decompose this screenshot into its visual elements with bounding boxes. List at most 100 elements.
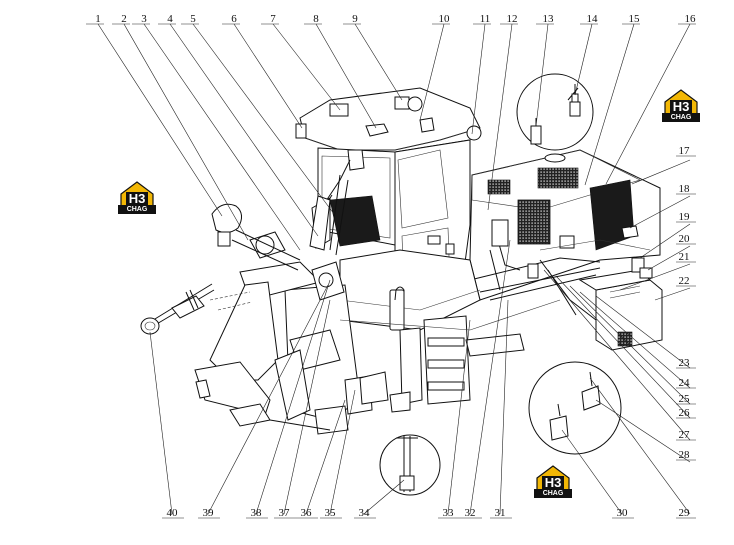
leader-32 — [469, 239, 511, 515]
watermark-mark: H3 — [128, 191, 146, 206]
leader-22 — [654, 287, 691, 301]
leader-40 — [149, 331, 173, 515]
leader-13 — [535, 23, 549, 127]
watermark-text: CHAG — [534, 489, 572, 498]
callout-29: 29 — [679, 507, 691, 519]
leader-2 — [123, 23, 249, 241]
roof-light-left — [329, 103, 349, 117]
leader-39 — [207, 284, 329, 515]
leader-34 — [363, 479, 405, 515]
callout-4: 4 — [167, 13, 173, 25]
callout-32: 32 — [465, 507, 476, 519]
cylinder-pin — [255, 235, 275, 255]
callout-22: 22 — [679, 275, 690, 287]
leader-30 — [561, 429, 623, 515]
axle-hub — [140, 317, 160, 335]
cab-front-light — [295, 123, 307, 139]
leader-4 — [169, 23, 319, 237]
leader-31 — [499, 299, 509, 515]
callout-3: 3 — [141, 13, 147, 25]
leader-19 — [639, 223, 691, 259]
callout-13: 13 — [543, 13, 555, 25]
leader-16 — [605, 23, 691, 185]
callout-8: 8 — [313, 13, 319, 25]
watermark-text: CHAG — [118, 205, 156, 214]
leader-28 — [595, 399, 691, 463]
leader-17 — [631, 159, 691, 185]
callout-34: 34 — [359, 507, 371, 519]
callout-24: 24 — [679, 377, 691, 389]
leader-9 — [354, 23, 403, 101]
lift-arm — [209, 281, 279, 381]
leader-27 — [543, 269, 691, 441]
detail-circle-28-30 — [528, 361, 622, 455]
leader-35 — [329, 389, 356, 515]
leader-21 — [619, 263, 691, 291]
callout-35: 35 — [325, 507, 337, 519]
callout-19: 19 — [679, 211, 691, 223]
roof-beacon — [407, 96, 423, 112]
callout-40: 40 — [167, 507, 179, 519]
watermark-logo: H3 CHAG — [662, 88, 700, 122]
leader-11 — [471, 23, 486, 135]
cab-roof — [299, 87, 481, 151]
callout-14: 14 — [587, 13, 599, 25]
detail-circle-34 — [379, 434, 441, 496]
leader-1 — [97, 23, 223, 217]
dashboard — [329, 195, 381, 247]
callout-38: 38 — [251, 507, 263, 519]
leader-23 — [595, 295, 691, 369]
callout-10: 10 — [439, 13, 451, 25]
engine-grille — [517, 199, 551, 245]
callout-18: 18 — [679, 183, 691, 195]
watermark-text: CHAG — [662, 113, 700, 122]
callout-31: 31 — [495, 507, 506, 519]
leader-7 — [272, 23, 341, 111]
machine-drawing — [140, 87, 663, 435]
leader-10 — [419, 23, 445, 121]
top-vent — [537, 167, 579, 189]
leader-18 — [629, 195, 691, 229]
watermark-logo: H3 CHAG — [534, 464, 572, 498]
callout-20: 20 — [679, 233, 691, 245]
callout-33: 33 — [443, 507, 455, 519]
callout-21: 21 — [679, 251, 690, 263]
callout-2: 2 — [121, 13, 127, 25]
leader-6 — [233, 23, 303, 129]
leader-37 — [283, 299, 331, 515]
leader-25 — [569, 285, 691, 405]
callout-1: 1 — [95, 13, 101, 25]
callout-6: 6 — [231, 13, 237, 25]
bucket-cylinder-head — [211, 203, 242, 234]
leader-15 — [584, 23, 635, 186]
roof-light-right — [394, 96, 410, 110]
watermark-logo: H3 CHAG — [118, 180, 156, 214]
leader-33 — [447, 319, 471, 515]
callout-11: 11 — [480, 13, 491, 25]
callout-27: 27 — [679, 429, 691, 441]
callout-17: 17 — [679, 145, 691, 157]
leader-lines — [97, 23, 691, 515]
callout-7: 7 — [270, 13, 276, 25]
leader-29 — [589, 377, 691, 515]
watermark-mark: H3 — [672, 99, 690, 114]
callout-37: 37 — [279, 507, 291, 519]
callout-5: 5 — [190, 13, 196, 25]
leader-14 — [574, 23, 593, 96]
leader-3 — [143, 23, 301, 251]
leader-8 — [315, 23, 377, 129]
roof-vent — [419, 117, 435, 133]
callout-28: 28 — [679, 449, 691, 461]
roof-hatch — [365, 123, 389, 137]
leader-20 — [647, 245, 691, 271]
callout-30: 30 — [617, 507, 629, 519]
leader-5 — [192, 23, 335, 215]
cab-window — [397, 149, 449, 229]
watermark-mark: H3 — [544, 475, 562, 490]
callout-9: 9 — [352, 13, 358, 25]
leader-26 — [555, 275, 691, 419]
callout-39: 39 — [203, 507, 215, 519]
